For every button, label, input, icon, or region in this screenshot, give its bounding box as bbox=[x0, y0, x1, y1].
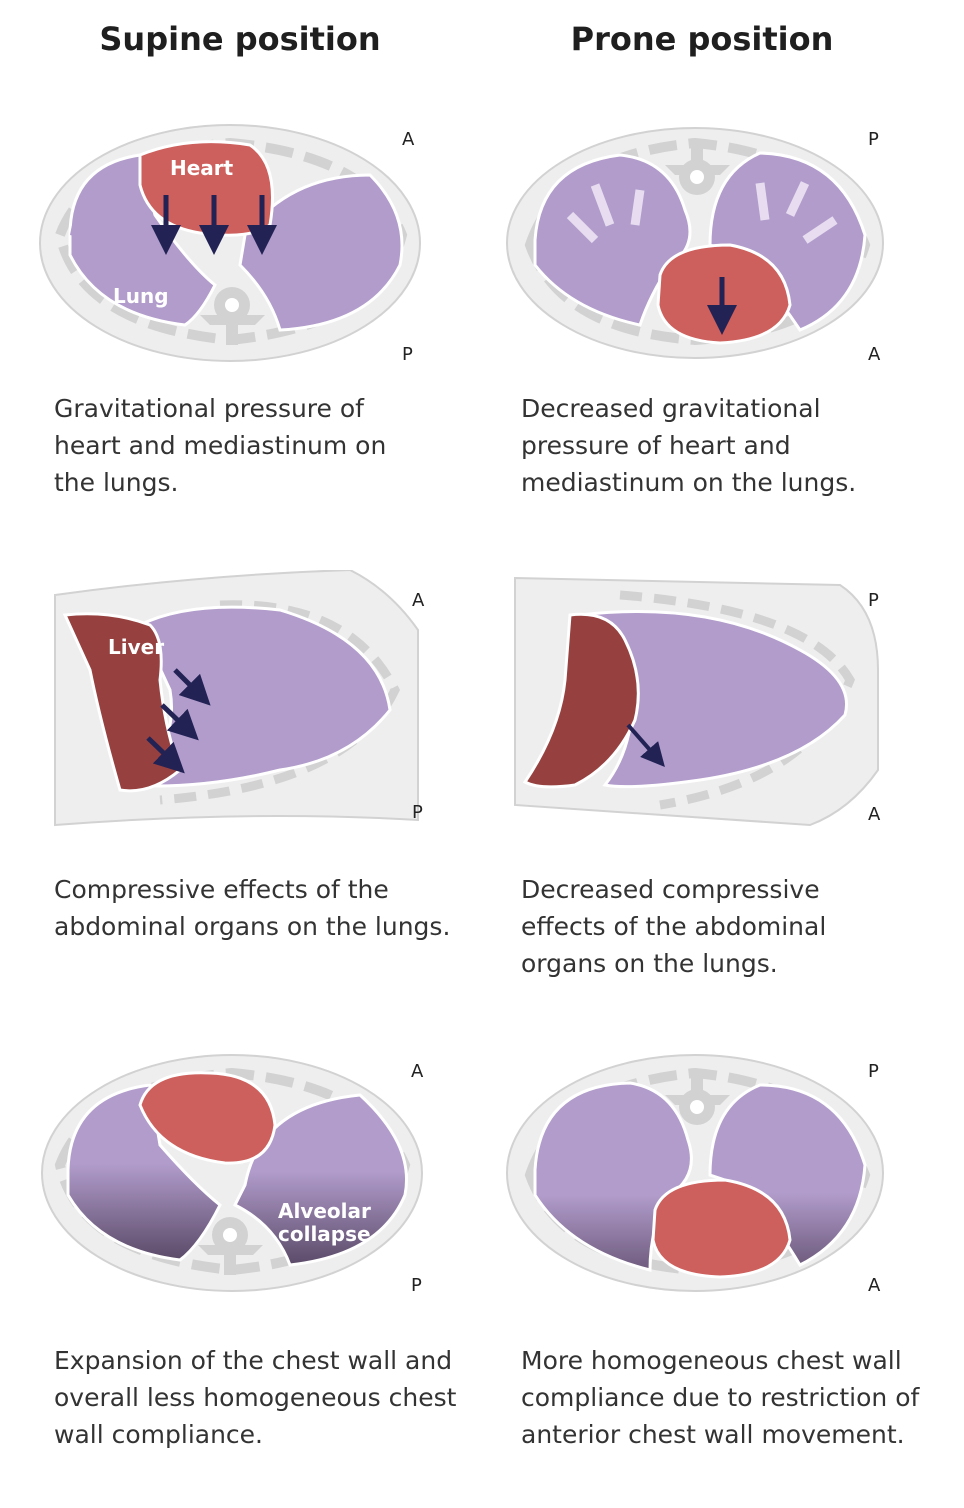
posterior-marker: P bbox=[868, 1061, 879, 1082]
caption-row3-supine: Expansion of the chest wall and overall … bbox=[54, 1346, 457, 1449]
anterior-marker: A bbox=[411, 1061, 424, 1082]
caption-row3-prone: More homogeneous chest wall compliance d… bbox=[521, 1346, 920, 1449]
supine-position-header: Supine position bbox=[99, 20, 381, 58]
supine-compliance-diagram: Alveolar collapse A P bbox=[41, 1054, 424, 1296]
supine-sagittal-diagram: Liver A P bbox=[54, 570, 425, 827]
posterior-marker: P bbox=[411, 1275, 422, 1296]
anterior-marker: A bbox=[402, 129, 415, 150]
liver-label: Liver bbox=[108, 635, 164, 659]
left-lung-upper bbox=[70, 160, 145, 239]
anterior-marker: A bbox=[412, 590, 425, 611]
posterior-marker: P bbox=[412, 802, 423, 823]
caption-row2-supine: Compressive effects of the abdominal org… bbox=[54, 875, 451, 941]
posterior-marker: P bbox=[868, 590, 879, 611]
alveolar-label: Alveolar bbox=[278, 1199, 371, 1223]
rib-outline bbox=[619, 590, 855, 810]
heart bbox=[651, 1178, 792, 1279]
expansion-arrows bbox=[566, 181, 838, 244]
prone-position-header: Prone position bbox=[570, 20, 834, 58]
posterior-marker: P bbox=[402, 344, 413, 365]
rib-outline bbox=[159, 600, 401, 805]
prone-compliance-diagram: P A bbox=[506, 1054, 884, 1296]
reduced-compression-arrow bbox=[626, 723, 665, 768]
anterior-marker: A bbox=[868, 1275, 881, 1296]
downward-pressure-arrows bbox=[151, 195, 277, 255]
right-lung bbox=[238, 173, 404, 332]
lung-label: Lung bbox=[113, 284, 169, 308]
anterior-marker: A bbox=[868, 804, 881, 825]
left-lung bbox=[533, 1081, 693, 1272]
supine-axial-diagram: Heart Lung A P bbox=[39, 124, 421, 365]
collapse-label: collapse bbox=[278, 1222, 371, 1246]
caption-row1-supine: Gravitational pressure of heart and medi… bbox=[54, 394, 387, 497]
caption-row2-prone: Decreased compressive effects of the abd… bbox=[521, 875, 827, 978]
left-lung bbox=[533, 153, 692, 327]
heart bbox=[138, 1071, 277, 1165]
caption-row1-prone: Decreased gravitational pressure of hear… bbox=[521, 394, 857, 497]
anterior-marker: A bbox=[868, 344, 881, 365]
left-lung bbox=[66, 1083, 222, 1262]
liver bbox=[522, 612, 640, 789]
prone-axial-diagram: P A bbox=[506, 127, 884, 365]
compression-arrows bbox=[146, 668, 211, 774]
prone-sagittal-diagram: P A bbox=[514, 576, 881, 827]
right-lung bbox=[232, 1093, 408, 1267]
posterior-marker: P bbox=[868, 129, 879, 150]
heart-label: Heart bbox=[170, 156, 234, 180]
